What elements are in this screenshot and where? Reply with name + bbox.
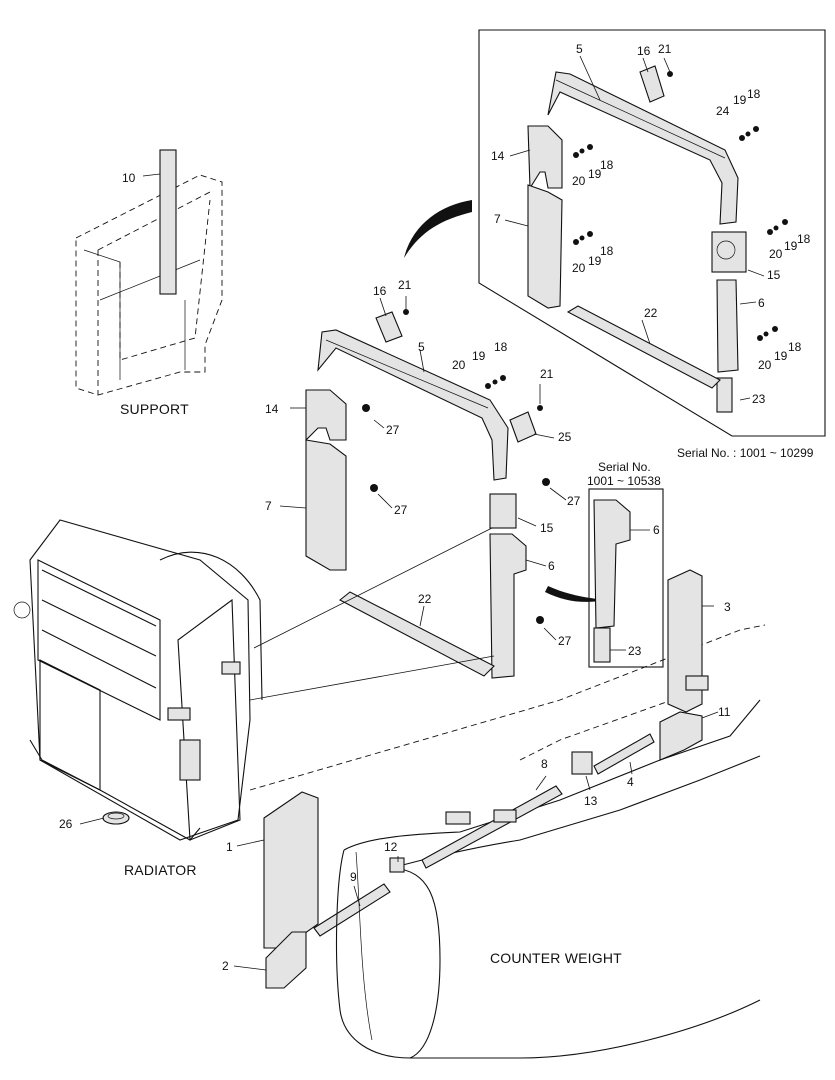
part-label-22: 22 xyxy=(418,592,432,606)
part-label-19-detail-d: 19 xyxy=(774,349,788,363)
support-caption: SUPPORT xyxy=(120,401,189,417)
support-frame xyxy=(75,149,223,396)
part-label-23-detail: 23 xyxy=(752,392,766,406)
part-label-27-d: 27 xyxy=(558,634,572,648)
part-label-18: 18 xyxy=(494,340,508,354)
inset-serial-title: Serial No. xyxy=(598,460,651,474)
part-label-20-detail-a: 20 xyxy=(572,174,586,188)
part-label-9: 9 xyxy=(350,870,357,884)
part-label-20: 20 xyxy=(452,358,466,372)
part-label-20-detail-d: 20 xyxy=(758,358,772,372)
part-label-21-detail: 21 xyxy=(658,42,672,56)
part-label-2: 2 xyxy=(222,959,229,973)
part-label-19-detail-top: 19 xyxy=(733,93,747,107)
lower-pads xyxy=(263,791,391,989)
part-label-10: 10 xyxy=(122,171,136,185)
part-label-3: 3 xyxy=(724,600,731,614)
part-label-4: 4 xyxy=(627,775,634,789)
part-label-6: 6 xyxy=(548,559,555,573)
part-label-14-detail: 14 xyxy=(491,149,505,163)
part-label-22-detail: 22 xyxy=(644,306,658,320)
radiator-caption: RADIATOR xyxy=(124,862,197,878)
counter-weight-caption: COUNTER WEIGHT xyxy=(490,950,622,966)
part-label-15-detail: 15 xyxy=(767,268,781,282)
part-label-6-detail: 6 xyxy=(758,296,765,310)
part-label-15: 15 xyxy=(540,521,554,535)
part-label-16: 16 xyxy=(373,284,387,298)
part-label-19-detail-c: 19 xyxy=(784,239,798,253)
part-label-27-c: 27 xyxy=(567,494,581,508)
part-label-7-detail: 7 xyxy=(494,212,501,226)
part-label-19: 19 xyxy=(472,349,486,363)
part-label-1: 1 xyxy=(226,840,233,854)
detail-box xyxy=(478,29,826,437)
part-label-25: 25 xyxy=(558,430,572,444)
part-label-16-detail: 16 xyxy=(637,44,651,58)
part-label-18-detail-b: 18 xyxy=(600,244,614,258)
serial-inset xyxy=(588,488,664,668)
part-label-18-detail-d: 18 xyxy=(788,340,802,354)
part-label-24-detail: 24 xyxy=(716,104,730,118)
leader-lines xyxy=(79,55,765,971)
part-label-23-inset: 23 xyxy=(628,644,642,658)
part-label-27-b: 27 xyxy=(394,503,408,517)
part-label-12: 12 xyxy=(384,840,398,854)
part-label-8: 8 xyxy=(541,757,548,771)
part-label-26: 26 xyxy=(59,817,73,831)
part-label-21-a: 21 xyxy=(398,278,412,292)
part-label-18-detail-a: 18 xyxy=(600,158,614,172)
part-label-5: 5 xyxy=(418,340,425,354)
part-label-19-detail-a: 19 xyxy=(588,167,602,181)
part-label-20-detail-b: 20 xyxy=(572,261,586,275)
part-label-27-a: 27 xyxy=(386,423,400,437)
part-label-13: 13 xyxy=(584,794,598,808)
detail-serial-label: Serial No. : 1001 ~ 10299 xyxy=(677,446,814,460)
part-label-20-detail-c: 20 xyxy=(769,247,783,261)
part-label-7: 7 xyxy=(265,499,272,513)
part-label-18-detail-c: 18 xyxy=(797,232,811,246)
part-label-5-detail: 5 xyxy=(576,42,583,56)
radiator xyxy=(13,519,263,841)
part-label-11: 11 xyxy=(718,705,731,719)
part-label-14: 14 xyxy=(265,402,279,416)
counter-weight xyxy=(249,569,766,1059)
part-label-18-detail-top: 18 xyxy=(747,87,761,101)
part-label-21-b: 21 xyxy=(540,367,554,381)
part-label-19-detail-b: 19 xyxy=(588,254,602,268)
inset-serial-range: 1001 ~ 10538 xyxy=(587,474,661,488)
part-label-6-inset: 6 xyxy=(653,523,660,537)
seal-assembly xyxy=(249,309,550,701)
